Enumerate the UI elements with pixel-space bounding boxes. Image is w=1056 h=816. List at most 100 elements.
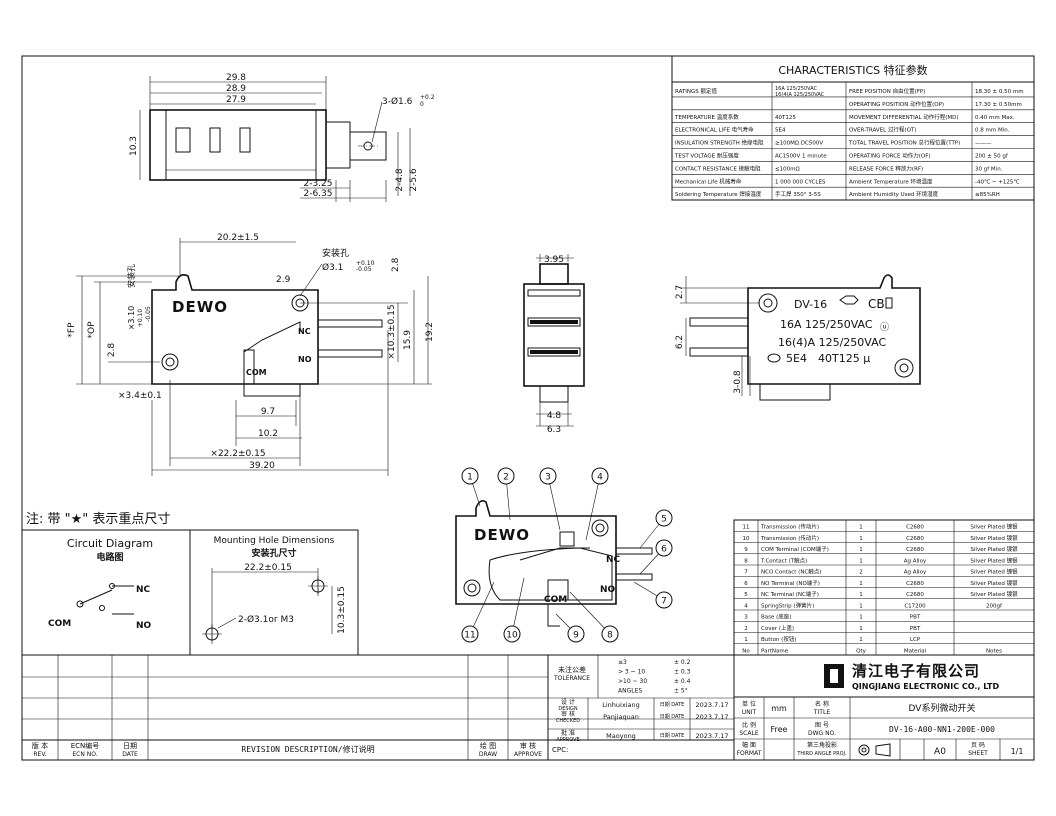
callout-number: 9 [573,631,579,641]
dim-hole-tol-low: 0 [420,101,424,108]
bom-cell: C2680 [906,536,924,542]
dim-4-8-side: 4.8 [547,411,562,421]
scale-value: Free [771,725,788,734]
char-cell: 16A 125/250VAC [775,86,818,92]
bom-cell: LCP [910,637,921,643]
bom-cell: C17200 [904,603,926,609]
char-cell: 0.8 mm Min. [975,128,1010,134]
bom-cell: Silver Plated 镀银 [970,534,1018,542]
dim-29-8: 29.8 [226,73,246,83]
format-label-cn: 幅 面 [742,741,756,749]
dim-2-7: 2.7 [675,285,685,299]
dim-10-3-right: ×10.3±0.15 [387,304,397,359]
bom-cell: 1 [859,592,863,598]
dwg-label: DWG NO. [808,730,836,737]
bom-cell: Silver Plated 镀银 [970,556,1018,564]
dim-3-95: 3.95 [544,255,564,265]
approve-label: APPROVE [514,751,542,758]
bom-cell: PartName [761,648,789,654]
side-view: 3.95 4.8 6.3 [523,254,585,435]
back-view: DV-16 CB 16A 125/250VAC ⓤ 16(4)A 125/250… [675,274,921,401]
bom-cell: 1 [744,637,748,643]
bom-cell: 1 [859,603,863,609]
scale-label: SCALE [739,730,758,737]
bom-cell: Silver Plated 镀银 [970,545,1018,553]
bom-cell: C2680 [906,581,924,587]
dim-2-8-left: 2.8 [107,343,117,358]
dim-hole-tol-up: +0.2 [420,94,435,101]
circuit-no: NO [136,621,152,631]
signoff-name: Linhuixiang [602,701,639,709]
rev-label-cn: 版 本 [32,741,48,750]
bom-cell: 6 [744,581,748,587]
dim-15-9: 15.9 [403,330,413,350]
title-block: 版 本 REV. ECN编号 ECN NO. 日期 DATE REVISION … [22,654,1034,760]
bom-cell: NCO Contact (NC触点) [761,568,821,576]
bom-cell: Silver Plated 镀银 [970,590,1018,598]
dim-28-9: 28.9 [226,84,246,94]
bom-cell: 9 [744,547,748,553]
bom-cell: 1 [859,581,863,587]
char-cell: Soldering Temperature 焊接温度 [675,190,762,198]
dim-hole: 3-Ø1.6 [382,96,413,107]
char-cell: 16(4)A 125/250VAC [775,92,825,98]
char-cell: Ambient Temperature 环境温度 [849,177,933,185]
tolerance-value: ± 0.3 [674,669,691,676]
bom-cell: 1 [859,525,863,531]
bom-cell: Ag Alloy [904,558,927,564]
unit-value: mm [771,704,787,713]
dim-hole-front-tol-low: -0.05 [356,266,372,273]
signoff-role-cn: 审 核 [561,710,575,718]
callout-number: 1 [467,473,473,483]
rev-label: REV. [33,751,46,758]
back-rating2: 16(4)A 125/250VAC [778,336,886,349]
bom-cell: 3 [744,615,748,621]
signoff-name: Maoyong [606,732,636,740]
cert-mark-icon [885,297,893,309]
char-cell: 40T125 [775,115,796,121]
bom-cell: Transmission (传动片) [760,534,819,542]
callout-circle [655,539,673,557]
circuit-title: Circuit Diagram [67,537,153,550]
dwg-value: DV-16-A00-NN1-200E-000 [889,725,995,734]
size-value: A0 [934,747,946,757]
char-cell: MOVEMENT DIFFERENTIAL 动作行程(MD) [849,113,959,121]
signoff-role-cn: 设 计 [561,698,575,706]
tolerance-label-cn: 未注公差 [558,665,586,674]
bom-cell: COM Terminal (COM端子) [761,545,829,553]
callout-circle [591,467,609,485]
tolerance-range: ANGLES [618,688,642,695]
circuit-diagram: Circuit Diagram 电路图 NC NO COM [21,529,191,656]
bom-cell: PBT [910,626,921,632]
circuit-nc: NC [136,585,151,595]
bom-cell: 1 [859,558,863,564]
mounting-title: Mounting Hole Dimensions [214,536,335,546]
char-cell: OPERATING POSITION 动作位置(OP) [849,100,944,108]
bom-cell: 11 [743,525,750,531]
char-cell: ——— [975,141,992,147]
char-cell: ELECTRONICAL LIFE 电气寿命 [675,126,754,134]
cert-logo-icon [839,295,859,305]
dim-10-2: 10.2 [258,429,278,439]
date-label: DATE [122,751,138,758]
title-label-cn: 名 称 [815,700,829,708]
scale-label-cn: 比 例 [742,721,756,729]
sheet-value: 1/1 [1011,747,1024,756]
callout-circle [461,467,479,485]
bom-cell: Cover (上盖) [761,624,794,632]
char-cell: 0.40 mm Max. [975,115,1015,121]
char-cell: OVER-TRAVEL 过行程(OT) [849,126,916,134]
char-cell: AC1500V 1 minute [775,154,827,160]
sheet-label-cn: 页 码 [971,741,985,749]
dim-6-3: 6.3 [547,425,561,435]
third-angle-projection-icon [858,743,891,757]
bom-cell: NO Terminal (NO端子) [761,579,820,587]
company-name-cn: 清江电子有限公司 [852,662,980,680]
bom-cell: Qty [856,648,866,654]
char-cell: RELEASE FORCE 释放力(RF) [849,164,923,172]
exploded-no: NO [600,585,616,595]
tolerance-range: >10 ~ 30 [618,678,647,685]
bom-cell: 8 [744,558,748,564]
